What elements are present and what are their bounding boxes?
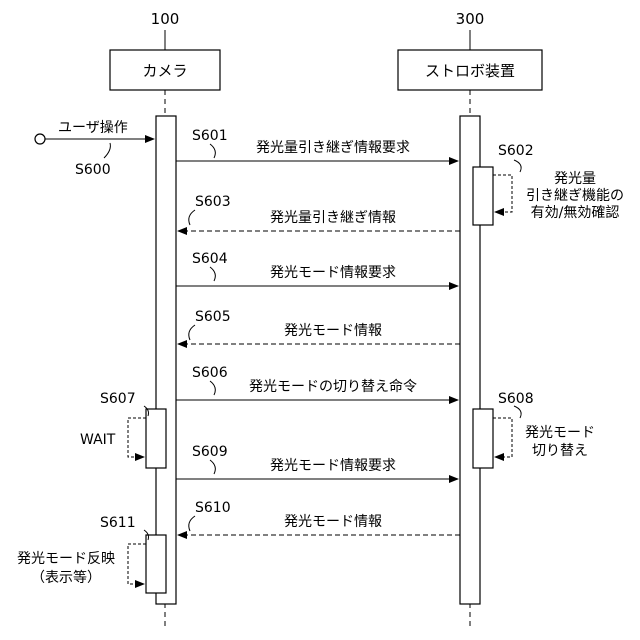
step-s606-leader [210, 381, 215, 395]
message-s610: 発光モード情報 [284, 514, 382, 530]
message-s604: 発光モード情報要求 [270, 265, 396, 281]
message-s609: 発光モード情報要求 [270, 458, 396, 474]
step-s603-leader [189, 210, 195, 225]
message-s601: 発光量引き継ぎ情報要求 [256, 140, 410, 156]
process-s611-box [146, 535, 166, 593]
process-s602-line2: 引き継ぎ機能の [526, 188, 624, 204]
process-s608-box [473, 409, 493, 468]
camera-ref: 100 [151, 10, 180, 28]
process-s602-line1: 発光量 [554, 171, 596, 187]
step-s610: S610 [195, 500, 231, 516]
message-s605: 発光モード情報 [284, 323, 382, 339]
camera-label: カメラ [142, 62, 187, 80]
step-s611: S611 [100, 515, 136, 531]
step-s608-leader [514, 406, 521, 418]
camera-activation [156, 116, 176, 604]
step-s603: S603 [195, 194, 231, 210]
user-step-leader [104, 143, 110, 158]
step-s601: S601 [192, 128, 228, 144]
process-s608-line2: 切り替え [532, 443, 588, 459]
process-s602-line3: 有効/無効確認 [531, 205, 620, 221]
step-s608: S608 [498, 391, 534, 407]
step-s605: S605 [195, 309, 231, 325]
strobe-ref: 300 [456, 10, 485, 28]
step-s605-leader [189, 325, 195, 340]
step-s607: S607 [100, 391, 136, 407]
user-start-node [35, 134, 45, 144]
process-s611-loop [128, 544, 146, 584]
process-s611-line1: 発光モード反映 [17, 551, 115, 567]
step-s604: S604 [192, 251, 228, 267]
process-s608-line1: 発光モード [525, 425, 595, 441]
step-s601-leader [210, 144, 215, 158]
message-s606: 発光モードの切り替え命令 [249, 378, 417, 395]
user-operation-label: ユーザ操作 [58, 120, 128, 136]
step-s604-leader [210, 267, 215, 281]
step-s609: S609 [192, 444, 228, 460]
step-s602: S602 [498, 143, 534, 159]
step-s602-leader [514, 160, 521, 172]
process-s607-loop [128, 418, 146, 457]
process-s607-box [146, 409, 166, 468]
step-s606: S606 [192, 365, 228, 381]
message-s603: 発光量引き継ぎ情報 [270, 210, 396, 226]
user-step-label: S600 [75, 162, 111, 178]
strobe-label: ストロボ装置 [425, 62, 515, 80]
process-s611-line2: （表示等） [31, 569, 101, 586]
process-s608-loop [493, 418, 512, 457]
step-s609-leader [210, 460, 215, 474]
process-s607-line1: WAIT [80, 432, 116, 448]
process-s602-box [473, 167, 493, 225]
step-s610-leader [189, 516, 195, 531]
process-s602-loop [493, 175, 512, 212]
